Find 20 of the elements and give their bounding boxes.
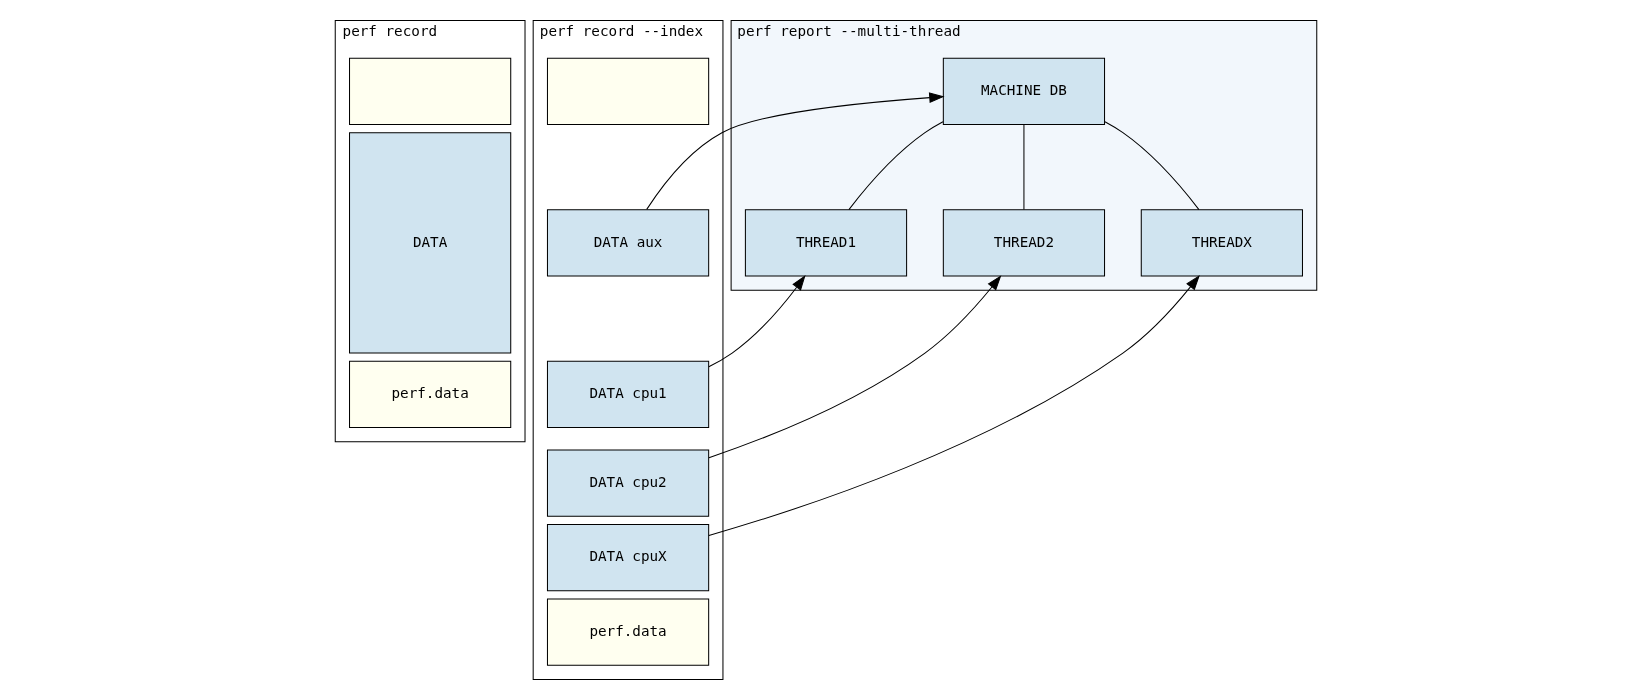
node-box: DATA — [349, 132, 512, 354]
connector — [848, 121, 944, 211]
arrow — [646, 92, 945, 210]
node-box: MACHINE DB — [942, 57, 1106, 126]
node-box: THREAD1 — [744, 209, 908, 277]
node-box: DATA cpu2 — [546, 449, 710, 517]
node-box: perf.data — [546, 598, 710, 666]
arrow — [708, 275, 806, 368]
node-box: DATA cpuX — [546, 523, 710, 592]
connector — [1023, 124, 1025, 210]
node-box: DATA aux — [546, 209, 710, 277]
node-box: THREADX — [1140, 209, 1303, 277]
node-box: DATA cpu1 — [546, 360, 710, 429]
arrow — [708, 275, 1002, 459]
connector — [1104, 121, 1200, 211]
node-box — [349, 57, 512, 126]
node-box: perf.data — [349, 360, 512, 429]
node-box: THREAD2 — [942, 209, 1106, 277]
arrow — [708, 274, 1200, 536]
node-box — [546, 57, 710, 126]
